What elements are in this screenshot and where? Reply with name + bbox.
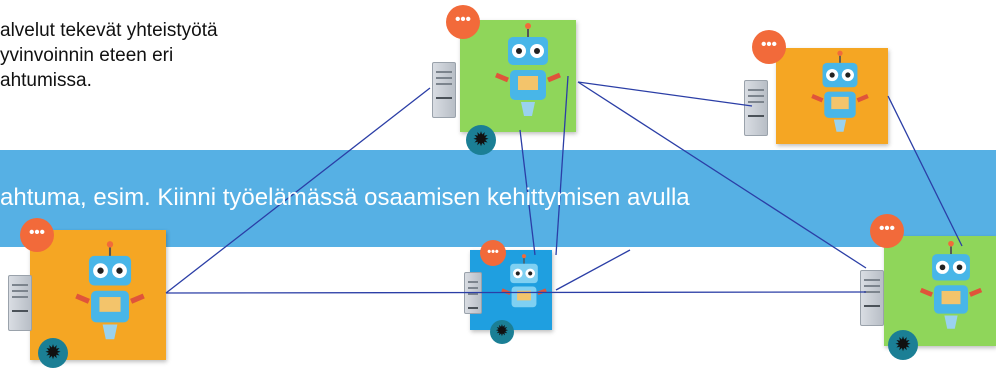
link-line bbox=[555, 249, 631, 291]
server-icon bbox=[8, 275, 32, 331]
server-icon bbox=[744, 80, 768, 136]
link-line bbox=[887, 95, 963, 247]
link-line bbox=[165, 291, 867, 294]
gear-icon: ✹ bbox=[490, 320, 514, 344]
chat-bubble-icon: ••• bbox=[752, 30, 786, 64]
server-icon bbox=[432, 62, 456, 118]
link-line bbox=[555, 75, 569, 256]
robot-icon bbox=[919, 240, 983, 329]
chat-bubble-icon: ••• bbox=[20, 218, 54, 252]
gear-icon: ✹ bbox=[888, 330, 918, 360]
intro-text: alvelut tekevät yhteistyötä yvinvoinnin … bbox=[0, 20, 218, 91]
link-line bbox=[577, 81, 867, 269]
robot-icon bbox=[811, 50, 869, 132]
link-line bbox=[519, 129, 536, 256]
robot-icon bbox=[501, 254, 547, 308]
event-banner-text: ahtuma, esim. Kiinni työelämässä osaamis… bbox=[0, 184, 690, 211]
chat-bubble-icon: ••• bbox=[870, 214, 904, 248]
node-card bbox=[470, 250, 552, 330]
chat-bubble-icon: ••• bbox=[480, 240, 506, 266]
robot-icon bbox=[75, 241, 145, 340]
link-line bbox=[577, 81, 753, 107]
event-banner bbox=[0, 150, 996, 247]
robot-icon bbox=[495, 23, 561, 116]
link-line bbox=[165, 87, 431, 294]
gear-icon: ✹ bbox=[466, 125, 496, 155]
chat-bubble-icon: ••• bbox=[446, 5, 480, 39]
server-icon bbox=[860, 270, 884, 326]
gear-icon: ✹ bbox=[38, 338, 68, 368]
